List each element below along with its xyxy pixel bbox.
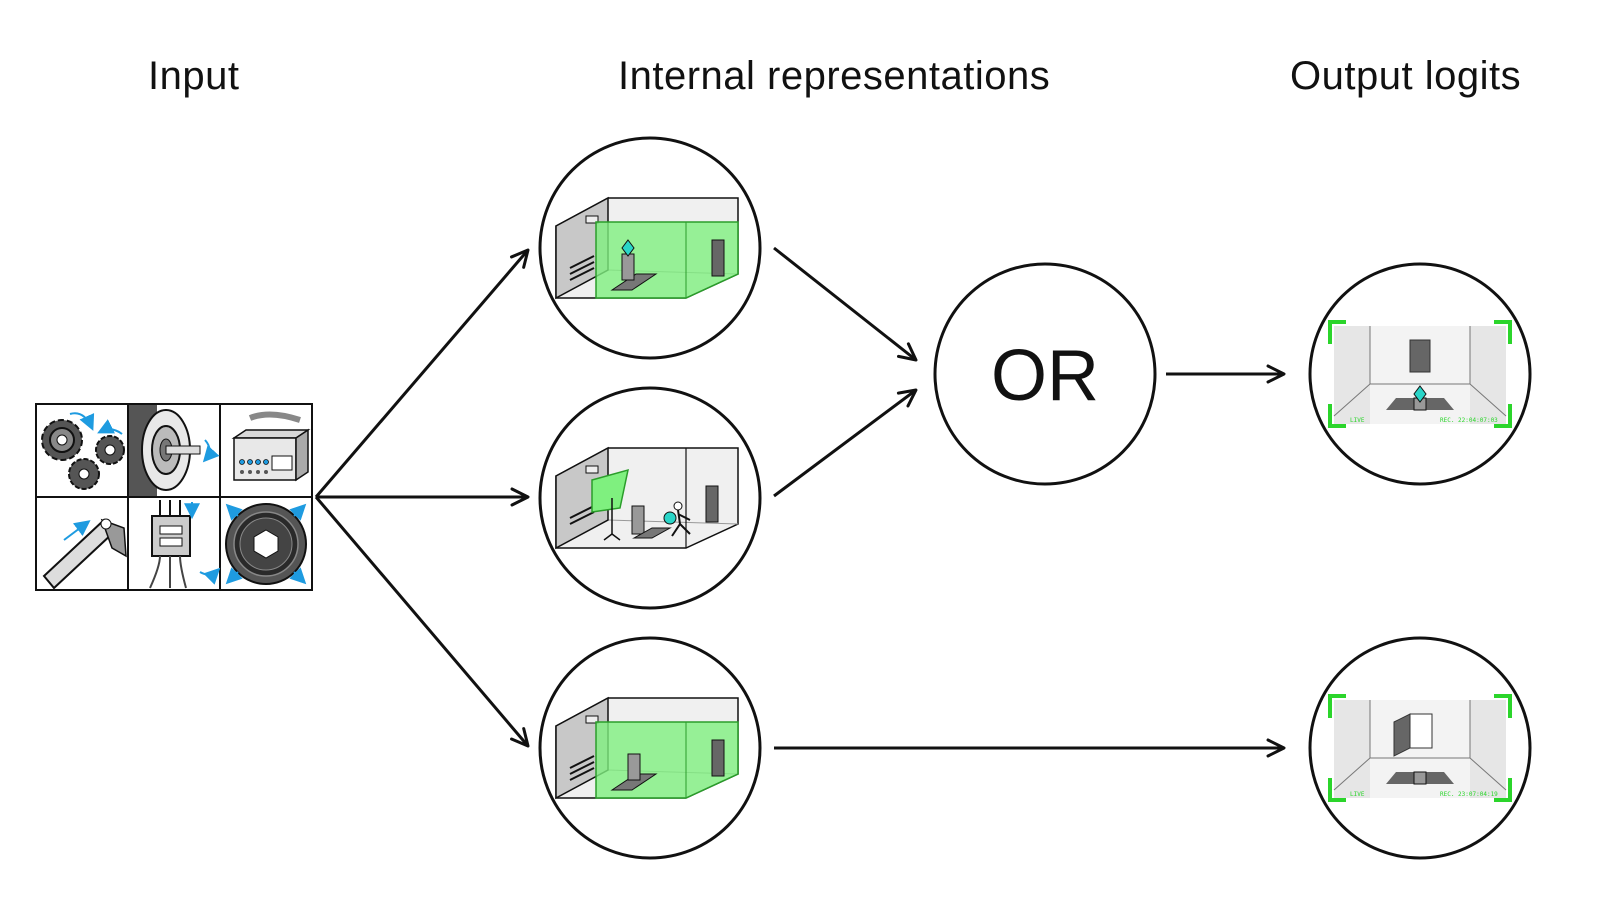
motor-shaft-icon bbox=[129, 405, 220, 496]
camera-timestamp-2: REC. 23:07:04:19 bbox=[1440, 791, 1498, 798]
heading-input: Input bbox=[148, 54, 240, 98]
gears-icon bbox=[41, 412, 125, 490]
arrow-input-to-rep1 bbox=[314, 248, 530, 498]
camera-timestamp-1: REC. 22:04:07:03 bbox=[1440, 417, 1498, 424]
robot-arm-icon bbox=[42, 518, 127, 590]
relay-switch-icon bbox=[149, 500, 221, 589]
input-grid bbox=[35, 403, 313, 591]
heading-output-logits: Output logits bbox=[1290, 54, 1522, 98]
arrows bbox=[314, 246, 1286, 758]
representation-1 bbox=[538, 136, 762, 360]
or-label: OR bbox=[991, 336, 1099, 416]
camera-status-1: LIVE bbox=[1350, 417, 1365, 424]
arrow-rep1-to-or bbox=[773, 246, 918, 362]
output-view-1: LIVE REC. 22:04:07:03 bbox=[1308, 262, 1532, 486]
arrow-rep2-to-or bbox=[773, 388, 918, 498]
control-box-icon bbox=[231, 411, 311, 482]
representation-3 bbox=[538, 636, 762, 860]
or-node: OR bbox=[933, 262, 1157, 486]
output-view-2: LIVE REC. 23:07:04:19 bbox=[1308, 636, 1532, 860]
representation-2 bbox=[538, 386, 762, 610]
camera-aperture-icon bbox=[225, 503, 307, 585]
heading-internal-representations: Internal representations bbox=[618, 54, 1051, 98]
arrow-input-to-rep3 bbox=[314, 496, 530, 748]
camera-status-2: LIVE bbox=[1350, 791, 1365, 798]
